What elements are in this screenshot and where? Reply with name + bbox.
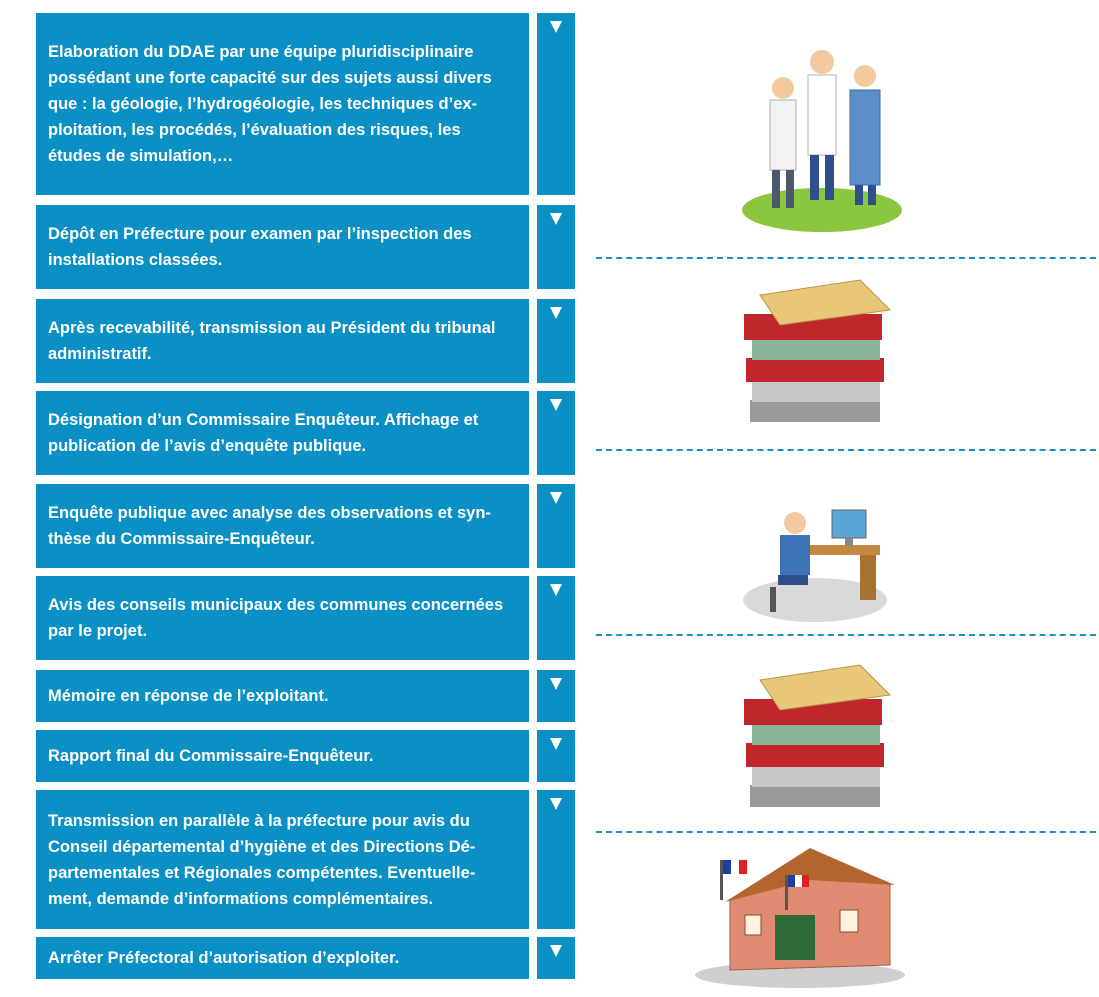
step-7-text: Mémoire en réponse de l’exploitant.: [48, 687, 329, 705]
step-3-box: Après recevabilité, transmission au Prés…: [36, 299, 529, 383]
step-3-arrow: [537, 299, 575, 383]
step-5-text: Enquête publique avec analyse des observ…: [48, 504, 491, 548]
step-10-text: Arrêter Préfectoral d’autorisation d’exp…: [48, 949, 400, 967]
experts-team-icon: [742, 50, 902, 232]
step-5-arrow: [537, 484, 575, 568]
step-2-arrow: [537, 205, 575, 289]
town-hall-icon: [695, 848, 905, 988]
separator-line: [596, 634, 1096, 636]
office-worker-icon: [743, 509, 887, 622]
separator-line: [596, 257, 1096, 259]
document-stack-icon: [744, 279, 892, 422]
step-3-text: Après recevabilité, transmission au Prés…: [48, 319, 496, 363]
step-10-box: Arrêter Préfectoral d’autorisation d’exp…: [36, 937, 529, 979]
down-arrow-icon: [550, 307, 562, 319]
down-arrow-icon: [550, 945, 562, 957]
step-2-box: Dépôt en Préfecture pour examen par l’in…: [36, 205, 529, 289]
down-arrow-icon: [550, 738, 562, 750]
separator-line: [596, 449, 1096, 451]
down-arrow-icon: [550, 21, 562, 33]
step-7-arrow: [537, 670, 575, 722]
step-9-box: Transmission en parallèle à la préfectur…: [36, 790, 529, 929]
step-9-text: Transmission en parallèle à la préfectur…: [48, 811, 476, 908]
down-arrow-icon: [550, 678, 562, 690]
down-arrow-icon: [550, 213, 562, 225]
step-8-box: Rapport final du Commissaire-Enquêteur.: [36, 730, 529, 782]
down-arrow-icon: [550, 798, 562, 810]
step-6-text: Avis des conseils municipaux des commune…: [48, 596, 504, 640]
down-arrow-icon: [550, 492, 562, 504]
document-stack-icon: [744, 664, 892, 807]
step-4-text: Désignation d’un Commissaire Enquêteur. …: [48, 411, 479, 455]
step-4-box: Désignation d’un Commissaire Enquêteur. …: [36, 391, 529, 475]
step-2-text: Dépôt en Préfecture pour examen par l’in…: [48, 225, 472, 269]
step-8-arrow: [537, 730, 575, 782]
step-4-arrow: [537, 391, 575, 475]
step-6-box: Avis des conseils municipaux des commune…: [36, 576, 529, 660]
step-8-text: Rapport final du Commissaire-Enquêteur.: [48, 747, 374, 765]
step-1-arrow: [537, 13, 575, 195]
step-10-arrow: [537, 937, 575, 979]
down-arrow-icon: [550, 399, 562, 411]
step-1-text: Elaboration du DDAE par une équipe pluri…: [48, 43, 492, 165]
step-5-box: Enquête publique avec analyse des observ…: [36, 484, 529, 568]
step-7-box: Mémoire en réponse de l’exploitant.: [36, 670, 529, 722]
step-6-arrow: [537, 576, 575, 660]
down-arrow-icon: [550, 584, 562, 596]
separator-line: [596, 831, 1096, 833]
step-9-arrow: [537, 790, 575, 929]
step-1-box: Elaboration du DDAE par une équipe pluri…: [36, 13, 529, 195]
